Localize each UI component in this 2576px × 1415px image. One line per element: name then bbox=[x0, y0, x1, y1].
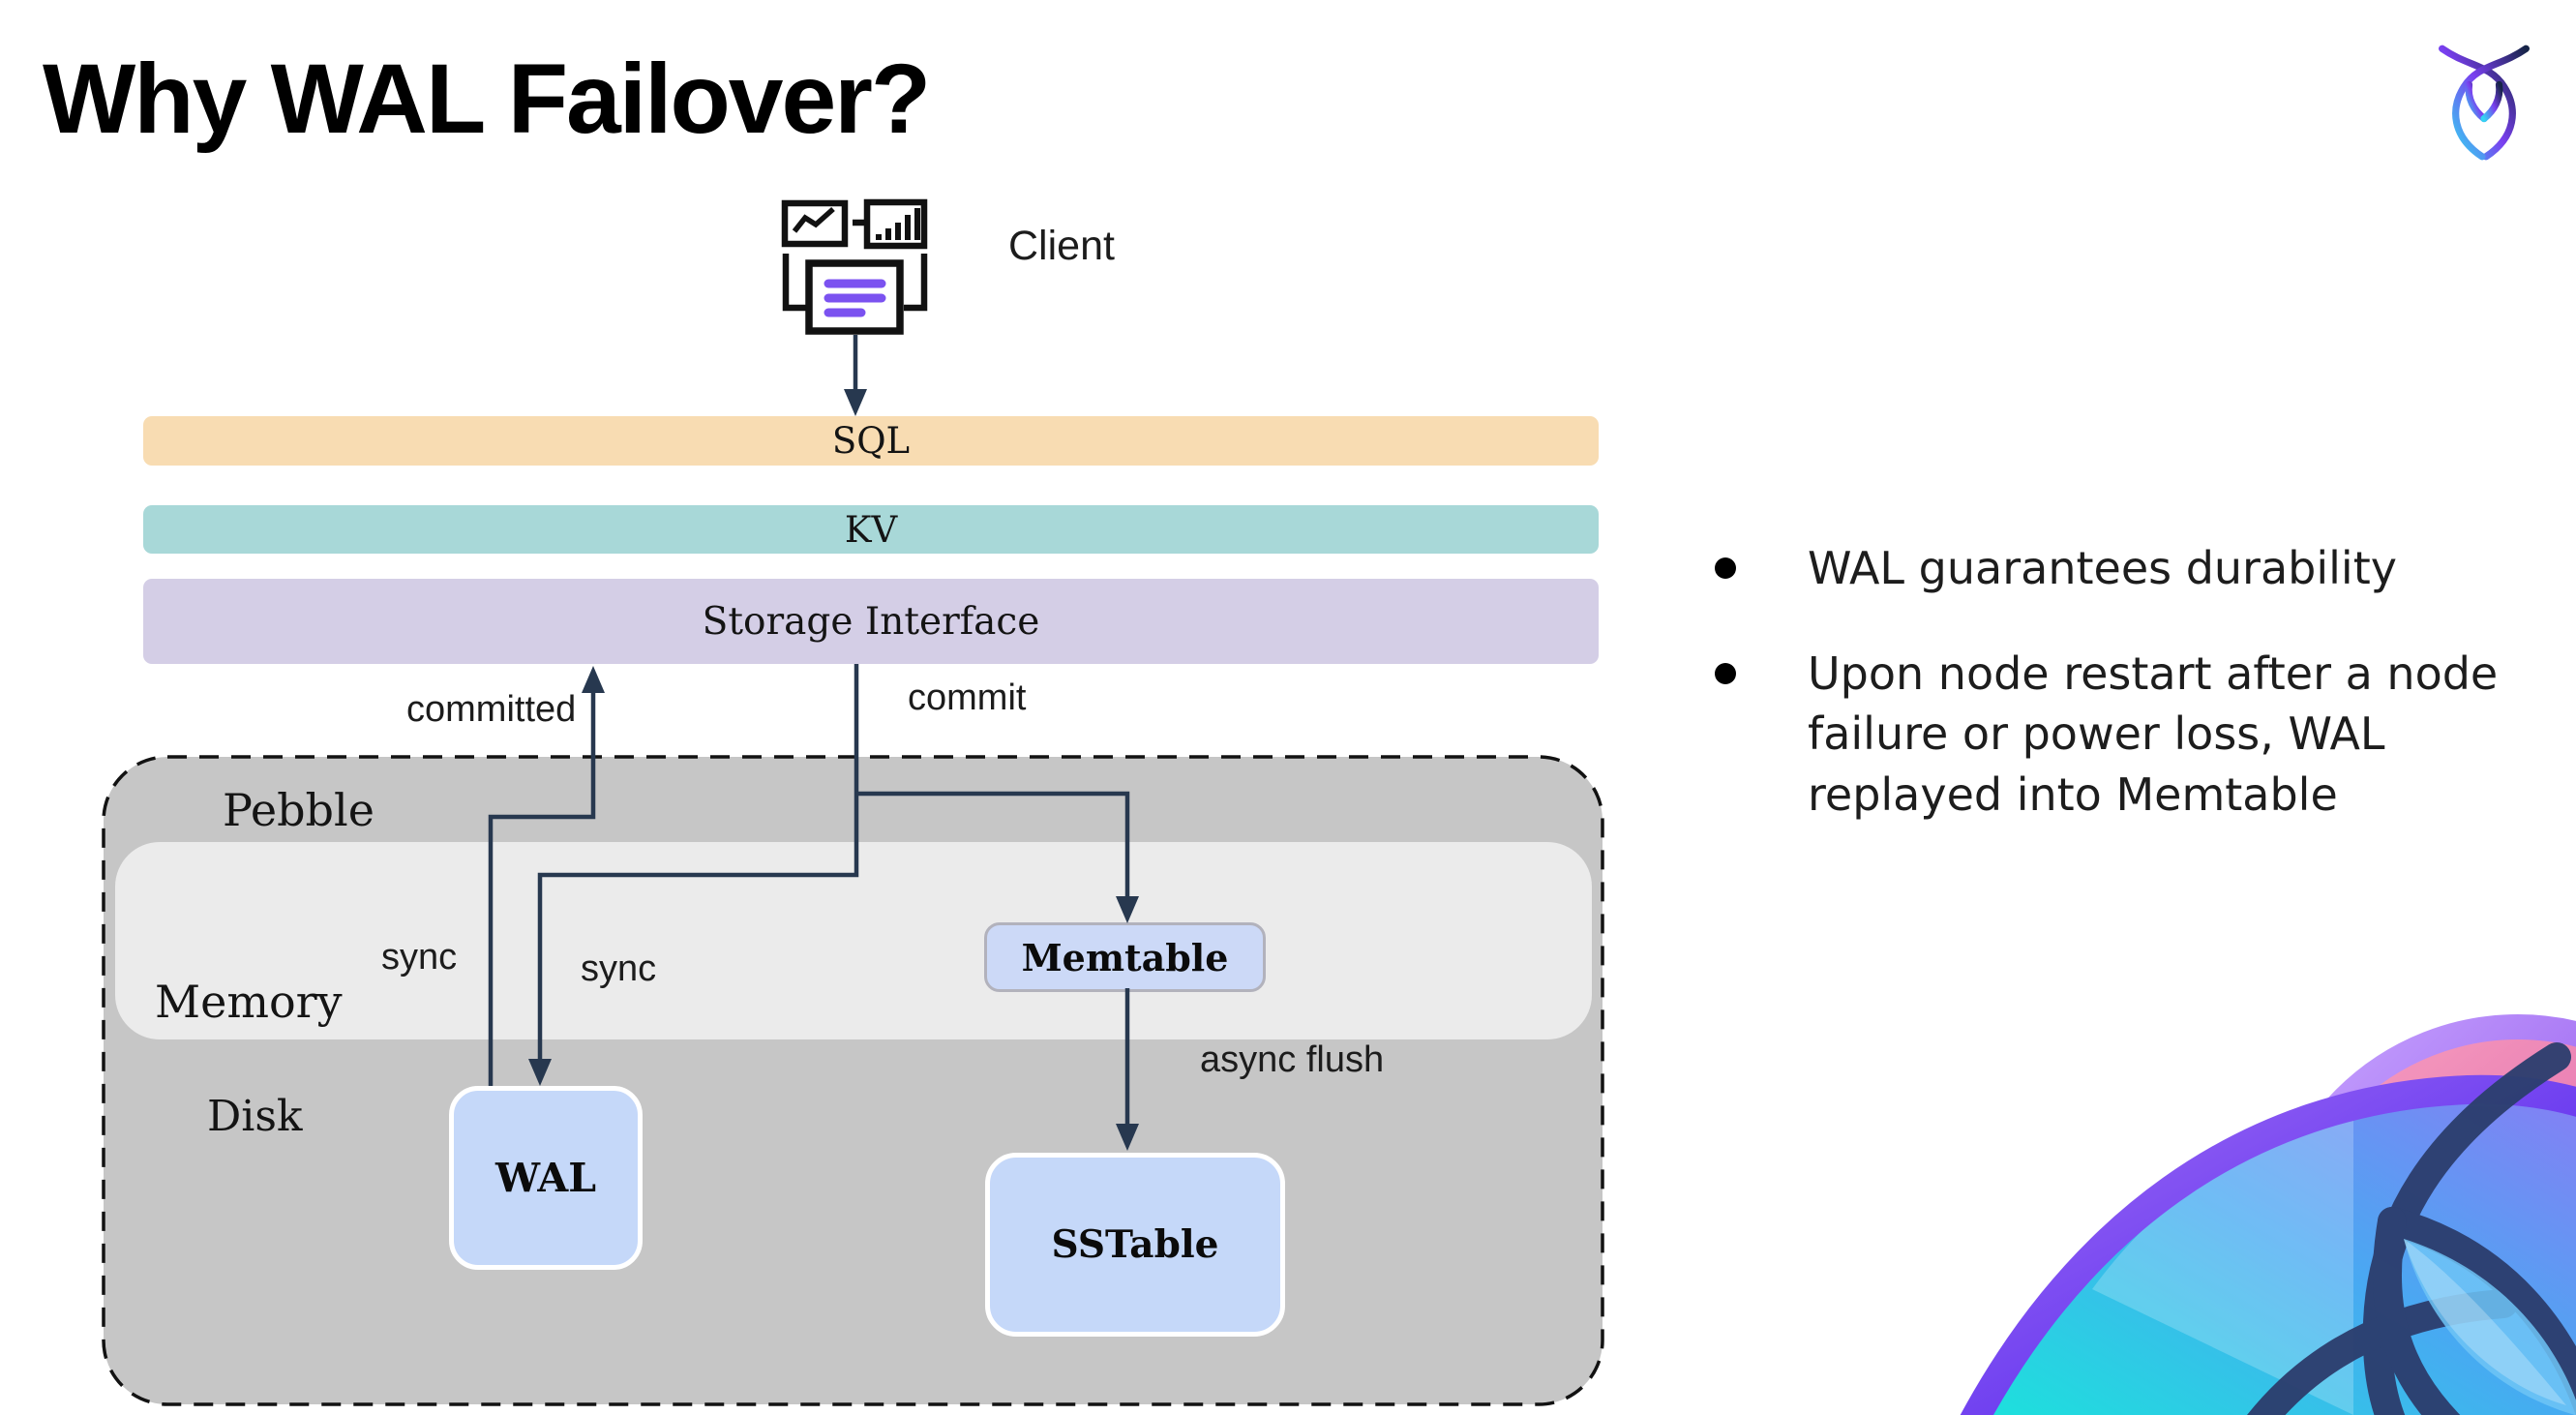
edge-label-sync-left: sync bbox=[381, 937, 458, 978]
bullet-text: WAL guarantees durability bbox=[1808, 542, 2397, 594]
document-icon bbox=[805, 259, 904, 335]
memory-label: Memory bbox=[155, 976, 343, 1028]
disk-label: Disk bbox=[207, 1092, 303, 1141]
document-text-lines bbox=[824, 279, 886, 317]
wal-node: WAL bbox=[449, 1086, 643, 1270]
bar-chart-icon bbox=[863, 198, 928, 250]
cockroachdb-logo-icon bbox=[2439, 45, 2530, 161]
bracket-right bbox=[904, 254, 928, 312]
layer-kv-label: KV bbox=[844, 508, 898, 551]
edge-label-commit: commit bbox=[908, 677, 1027, 718]
edge-label-async-flush: async flush bbox=[1200, 1039, 1385, 1080]
brand-art-graphic bbox=[1960, 1014, 2576, 1415]
arrowhead-up-storage bbox=[582, 666, 605, 693]
pebble-label: Pebble bbox=[223, 784, 374, 836]
bullet-text: Upon node restart after a node failure o… bbox=[1808, 647, 2499, 821]
layer-sql-label: SQL bbox=[831, 420, 911, 462]
list-item: WAL guarantees durability bbox=[1684, 538, 2555, 599]
bracket-left bbox=[782, 254, 806, 312]
sstable-node: SSTable bbox=[985, 1153, 1285, 1337]
layer-kv: KV bbox=[143, 505, 1599, 554]
layer-storage-interface: Storage Interface bbox=[143, 579, 1599, 664]
bullet-dot bbox=[1715, 662, 1736, 684]
memtable-label: Memtable bbox=[1021, 935, 1229, 979]
memtable-node: Memtable bbox=[984, 922, 1266, 992]
edge-label-sync-right: sync bbox=[581, 948, 657, 989]
wal-label: WAL bbox=[494, 1155, 597, 1201]
sstable-label: SSTable bbox=[1051, 1222, 1219, 1267]
list-item: Upon node restart after a node failure o… bbox=[1684, 644, 2555, 826]
line-chart-icon bbox=[781, 199, 849, 248]
edge-label-committed: committed bbox=[406, 689, 577, 730]
layer-sql: SQL bbox=[143, 416, 1599, 466]
bullet-list: WAL guarantees durability Upon node rest… bbox=[1684, 538, 2555, 869]
arrowhead-down-sql bbox=[844, 389, 867, 416]
client-icon bbox=[781, 198, 928, 335]
bullet-dot bbox=[1715, 557, 1736, 579]
client-label: Client bbox=[1008, 223, 1115, 269]
layer-storage-label: Storage Interface bbox=[702, 599, 1040, 644]
page-title: Why WAL Failover? bbox=[43, 44, 931, 154]
